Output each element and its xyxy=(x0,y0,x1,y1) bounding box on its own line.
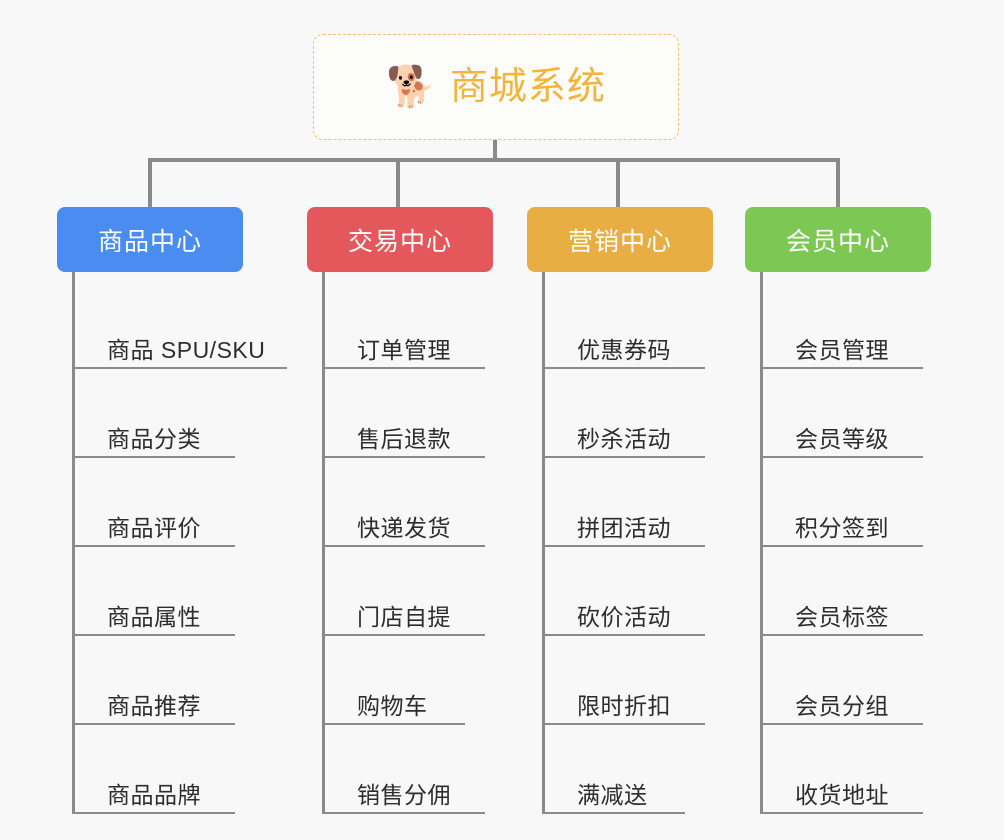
leaf-item-label: 砍价活动 xyxy=(577,603,671,630)
leaf-item-label: 门店自提 xyxy=(357,603,451,630)
leaf-item[interactable]: 门店自提 xyxy=(325,547,485,636)
leaf-item[interactable]: 满减送 xyxy=(545,725,685,814)
leaf-item[interactable]: 砍价活动 xyxy=(545,547,705,636)
leaf-item-label: 商品品牌 xyxy=(107,781,201,808)
connector-drop-branch-3 xyxy=(836,158,840,207)
leaf-item[interactable]: 购物车 xyxy=(325,636,465,725)
leaf-item[interactable]: 快递发货 xyxy=(325,458,485,547)
branch-column-trade: 交易中心 订单管理 售后退款 快递发货 门店自提 购物车 销售分佣 xyxy=(307,207,493,814)
branch-column-marketing: 营销中心 优惠券码 秒杀活动 拼团活动 砍价活动 限时折扣 满减送 xyxy=(527,207,713,814)
leaf-item[interactable]: 会员标签 xyxy=(763,547,923,636)
branch-header-label: 会员中心 xyxy=(785,227,890,256)
leaf-item[interactable]: 商品品牌 xyxy=(75,725,235,814)
branch-header-marketing[interactable]: 营销中心 xyxy=(527,207,713,272)
leaf-item-label: 积分签到 xyxy=(795,514,889,541)
connector-horizontal-bus xyxy=(148,158,840,162)
branch-header-member[interactable]: 会员中心 xyxy=(745,207,931,272)
leaf-item[interactable]: 收货地址 xyxy=(763,725,923,814)
root-title: 商城系统 xyxy=(449,66,606,108)
connector-drop-branch-2 xyxy=(616,158,620,207)
leaf-item-label: 快递发货 xyxy=(357,514,451,541)
leaf-item[interactable]: 销售分佣 xyxy=(325,725,485,814)
leaf-item-label: 商品分类 xyxy=(107,425,201,452)
leaf-item-label: 商品评价 xyxy=(107,514,201,541)
leaf-item-label: 收货地址 xyxy=(795,781,889,808)
leaf-item-label: 秒杀活动 xyxy=(577,425,671,452)
connector-drop-branch-1 xyxy=(396,158,400,207)
leaf-item-label: 限时折扣 xyxy=(577,692,671,719)
connector-drop-branch-0 xyxy=(148,158,152,207)
branch-column-product: 商品中心 商品 SPU/SKU 商品分类 商品评价 商品属性 商品推荐 商品品牌 xyxy=(57,207,287,814)
leaf-item[interactable]: 会员等级 xyxy=(763,369,923,458)
leaf-item-label: 会员分组 xyxy=(795,692,889,719)
leaf-item[interactable]: 优惠券码 xyxy=(545,280,705,369)
leaf-item[interactable]: 商品 SPU/SKU xyxy=(75,280,287,369)
leaf-item[interactable]: 商品属性 xyxy=(75,547,235,636)
leaf-item-label: 销售分佣 xyxy=(357,781,451,808)
connector-root-stem xyxy=(493,140,497,160)
branch-header-label: 商品中心 xyxy=(97,227,202,256)
shiba-dog-face-emoji: 🐕 xyxy=(386,65,436,109)
leaf-item[interactable]: 拼团活动 xyxy=(545,458,705,547)
leaf-item-label: 优惠券码 xyxy=(577,336,671,363)
leaf-item[interactable]: 积分签到 xyxy=(763,458,923,547)
branch-column-member: 会员中心 会员管理 会员等级 积分签到 会员标签 会员分组 收货地址 xyxy=(745,207,931,814)
branch-header-label: 营销中心 xyxy=(567,227,672,256)
leaf-item-label: 订单管理 xyxy=(357,336,451,363)
branch-header-trade[interactable]: 交易中心 xyxy=(307,207,493,272)
root-node[interactable]: 🐕 商城系统 xyxy=(313,34,679,140)
leaf-item-label: 商品 SPU/SKU xyxy=(107,336,266,363)
leaf-item-label: 商品推荐 xyxy=(107,692,201,719)
branch-header-product[interactable]: 商品中心 xyxy=(57,207,243,272)
leaf-item-label: 购物车 xyxy=(357,692,428,719)
leaf-item-label: 售后退款 xyxy=(357,425,451,452)
leaf-item[interactable]: 秒杀活动 xyxy=(545,369,705,458)
leaf-item[interactable]: 订单管理 xyxy=(325,280,485,369)
leaf-item[interactable]: 会员分组 xyxy=(763,636,923,725)
branch-leaf-list-product: 商品 SPU/SKU 商品分类 商品评价 商品属性 商品推荐 商品品牌 xyxy=(72,272,287,814)
branch-leaf-list-trade: 订单管理 售后退款 快递发货 门店自提 购物车 销售分佣 xyxy=(322,272,493,814)
leaf-item[interactable]: 商品推荐 xyxy=(75,636,235,725)
leaf-item-label: 会员管理 xyxy=(795,336,889,363)
leaf-item-label: 商品属性 xyxy=(107,603,201,630)
leaf-item[interactable]: 限时折扣 xyxy=(545,636,705,725)
leaf-item[interactable]: 会员管理 xyxy=(763,280,923,369)
leaf-item[interactable]: 售后退款 xyxy=(325,369,485,458)
branch-leaf-list-marketing: 优惠券码 秒杀活动 拼团活动 砍价活动 限时折扣 满减送 xyxy=(542,272,713,814)
branch-header-label: 交易中心 xyxy=(347,227,452,256)
leaf-item[interactable]: 商品评价 xyxy=(75,458,235,547)
leaf-item-label: 满减送 xyxy=(577,781,648,808)
leaf-item-label: 会员等级 xyxy=(795,425,889,452)
leaf-item-label: 会员标签 xyxy=(795,603,889,630)
leaf-item-label: 拼团活动 xyxy=(577,514,671,541)
leaf-item[interactable]: 商品分类 xyxy=(75,369,235,458)
branch-leaf-list-member: 会员管理 会员等级 积分签到 会员标签 会员分组 收货地址 xyxy=(760,272,931,814)
